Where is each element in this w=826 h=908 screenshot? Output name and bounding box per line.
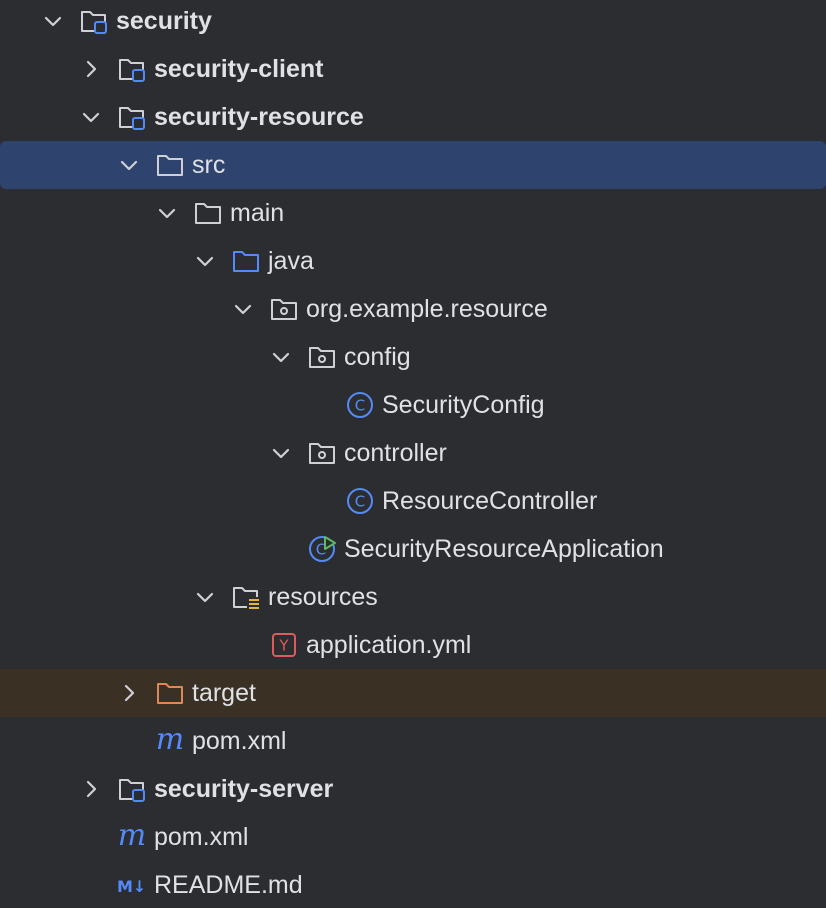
tree-item-label: SecurityResourceApplication	[344, 535, 664, 563]
tree-row-root-pom[interactable]: m pom.xml	[0, 813, 826, 861]
tree-item-label: SecurityConfig	[382, 391, 545, 419]
chevron-down-icon[interactable]	[269, 345, 293, 369]
tree-row-security-server[interactable]: security-server	[0, 765, 826, 813]
module-folder-icon	[118, 103, 146, 131]
tree-row-package-root[interactable]: org.example.resource	[0, 285, 826, 333]
tree-item-label: pom.xml	[154, 823, 249, 851]
svg-text:C: C	[355, 397, 365, 415]
chevron-right-icon[interactable]	[117, 681, 141, 705]
tree-row-controller[interactable]: controller	[0, 429, 826, 477]
chevron-right-icon[interactable]	[79, 57, 103, 81]
svg-text:C: C	[355, 493, 365, 511]
chevron-right-icon[interactable]	[79, 777, 103, 801]
markdown-file-icon: M↓	[116, 871, 152, 899]
module-folder-icon	[118, 775, 146, 803]
tree-item-label: controller	[344, 439, 447, 467]
chevron-down-icon[interactable]	[41, 9, 65, 33]
tree-row-module-pom[interactable]: m pom.xml	[0, 717, 826, 765]
tree-item-label: security-server	[154, 775, 334, 803]
folder-icon	[156, 151, 184, 179]
tree-item-label: pom.xml	[192, 727, 287, 755]
source-folder-icon	[232, 247, 260, 275]
svg-text:M↓: M↓	[117, 877, 146, 896]
chevron-down-icon[interactable]	[193, 585, 217, 609]
tree-item-label: README.md	[154, 871, 303, 899]
tree-row-main[interactable]: main	[0, 189, 826, 237]
chevron-down-icon[interactable]	[193, 249, 217, 273]
tree-row-java[interactable]: java	[0, 237, 826, 285]
maven-file-icon: m	[117, 823, 149, 851]
chevron-down-icon[interactable]	[155, 201, 179, 225]
tree-item-label: ResourceController	[382, 487, 598, 515]
folder-icon	[194, 199, 222, 227]
tree-item-label: security-resource	[154, 103, 364, 131]
tree-row-security[interactable]: security	[0, 0, 826, 45]
svg-text:m: m	[118, 823, 146, 851]
tree-item-label: config	[344, 343, 411, 371]
tree-item-label: java	[268, 247, 314, 275]
tree-row-security-config[interactable]: C SecurityConfig	[0, 381, 826, 429]
java-class-icon: C	[346, 487, 374, 515]
maven-file-icon: m	[155, 727, 187, 755]
tree-row-readme[interactable]: M↓ README.md	[0, 861, 826, 908]
tree-item-label: main	[230, 199, 285, 227]
tree-item-label: security-client	[154, 55, 324, 83]
svg-text:C: C	[316, 541, 326, 559]
tree-row-security-resource-application[interactable]: C SecurityResourceApplication	[0, 525, 826, 573]
tree-row-application-yml[interactable]: Y application.yml	[0, 621, 826, 669]
package-icon	[308, 439, 336, 467]
tree-item-label: security	[116, 7, 212, 35]
tree-item-label: src	[192, 151, 226, 179]
excluded-folder-icon	[156, 679, 184, 707]
chevron-down-icon[interactable]	[117, 153, 141, 177]
tree-item-label: application.yml	[306, 631, 472, 659]
module-folder-icon	[118, 55, 146, 83]
tree-row-src[interactable]: src	[0, 141, 826, 189]
package-icon	[270, 295, 298, 323]
java-class-icon: C	[346, 391, 374, 419]
package-icon	[308, 343, 336, 371]
tree-item-label: target	[192, 679, 256, 707]
chevron-down-icon[interactable]	[79, 105, 103, 129]
tree-row-resource-controller[interactable]: C ResourceController	[0, 477, 826, 525]
spring-boot-class-icon: C	[308, 535, 336, 563]
chevron-down-icon[interactable]	[269, 441, 293, 465]
yaml-file-icon: Y	[270, 631, 298, 659]
tree-row-resources[interactable]: resources	[0, 573, 826, 621]
tree-item-label: org.example.resource	[306, 295, 548, 323]
tree-row-security-resource[interactable]: security-resource	[0, 93, 826, 141]
module-folder-icon	[80, 7, 108, 35]
tree-item-label: resources	[268, 583, 378, 611]
resources-folder-icon	[232, 583, 260, 611]
tree-row-security-client[interactable]: security-client	[0, 45, 826, 93]
svg-text:m: m	[156, 727, 184, 755]
tree-row-target[interactable]: target	[0, 669, 826, 717]
tree-row-config[interactable]: config	[0, 333, 826, 381]
svg-text:Y: Y	[278, 637, 289, 655]
chevron-down-icon[interactable]	[231, 297, 255, 321]
